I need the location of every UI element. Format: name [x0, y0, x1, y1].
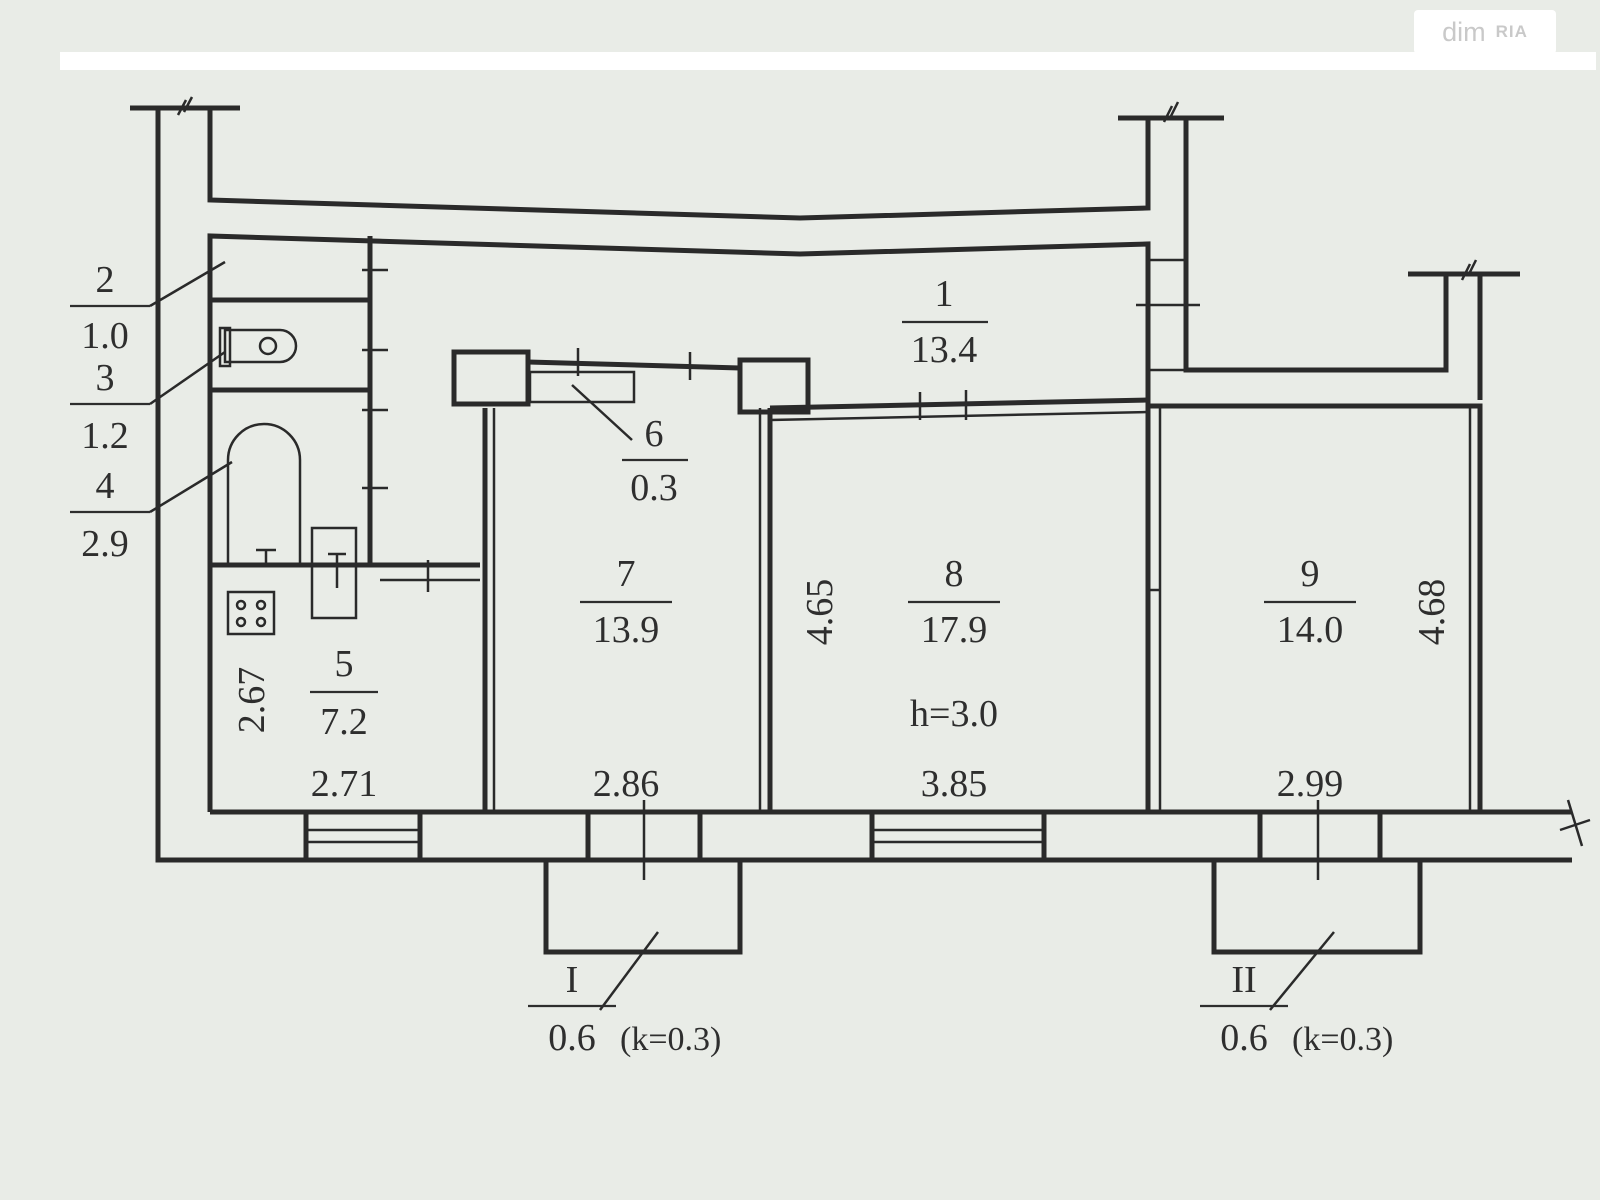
- ventilation-shaft: [1146, 258, 1188, 372]
- room-9-area: 14.0: [1277, 609, 1344, 651]
- room-4-id: 4: [96, 465, 115, 507]
- room-1-id: 1: [935, 273, 954, 315]
- toilet-bowl-icon: [258, 336, 278, 356]
- room-2-area: 1.0: [81, 315, 129, 357]
- leader-lines: [149, 260, 633, 514]
- watermark-logo: dim RIA: [1414, 10, 1556, 54]
- room-8-id: 8: [945, 553, 964, 595]
- break-mark-left: [176, 96, 194, 116]
- room-4-area: 2.9: [81, 523, 129, 565]
- partition-1-8-inner: [769, 410, 1149, 422]
- width-room-9: 2.99: [1277, 763, 1344, 805]
- break-mark-bottom: [1559, 799, 1591, 847]
- door-marks: [362, 268, 1160, 592]
- room-2-id: 2: [96, 259, 115, 301]
- partition-1-8: [769, 397, 1149, 411]
- height-room-9: 4.68: [1411, 579, 1453, 646]
- stove-icon: [226, 590, 276, 636]
- break-mark-middle: [1162, 101, 1180, 123]
- balcony-I-area: 0.6: [548, 1017, 596, 1059]
- apartment-perimeter: [207, 233, 1572, 815]
- balcony-II-coef: (k=0.3): [1292, 1021, 1393, 1058]
- balcony-I-coef: (k=0.3): [620, 1021, 721, 1058]
- dimension-labels: 2.71 2.86 3.85 2.99 2.67 4.65 4.68: [231, 579, 1453, 805]
- room-7-area: 13.9: [593, 609, 660, 651]
- room-labels: 2 1.0 3 1.2 4 2.9 1 13.4 6 0.3 5 7.2 7 1…: [70, 259, 1356, 743]
- room-6-id: 6: [645, 413, 664, 455]
- balcony-I-id: I: [566, 959, 579, 1001]
- room-1-area: 13.4: [911, 329, 978, 371]
- outer-wall: [155, 110, 1572, 863]
- walls: [130, 96, 1591, 863]
- balcony-II-id: II: [1231, 959, 1256, 1001]
- fixtures: [218, 326, 358, 636]
- toilet-icon: [223, 328, 298, 364]
- room-7-id: 7: [617, 553, 636, 595]
- balconies: [543, 800, 1423, 1011]
- pillar-right: [737, 357, 811, 415]
- width-room-7: 2.86: [593, 763, 660, 805]
- height-room-7: 4.65: [799, 579, 841, 646]
- balcony-labels: I 0.6 (k=0.3) II 0.6 (k=0.3): [528, 959, 1393, 1059]
- height-room-5: 2.67: [231, 667, 273, 734]
- break-mark-right: [1460, 259, 1478, 281]
- top-strip: [60, 52, 1596, 70]
- corridor-top-wall: [207, 108, 1151, 221]
- closet-6: [528, 370, 636, 404]
- stair-wall: [1183, 118, 1449, 373]
- sink-icon: [310, 526, 358, 620]
- room-9-id: 9: [1301, 553, 1320, 595]
- room-5-id: 5: [335, 643, 354, 685]
- room-3-id: 3: [96, 357, 115, 399]
- watermark-brand: dim: [1442, 16, 1486, 47]
- balcony-II-area: 0.6: [1220, 1017, 1268, 1059]
- room-3-area: 1.2: [81, 415, 129, 457]
- bathtub-icon: [226, 422, 302, 565]
- room-8-area: 17.9: [921, 609, 988, 651]
- pillar-left: [451, 349, 531, 407]
- windows: [303, 809, 1383, 863]
- closet-top: [527, 359, 741, 371]
- room-5-area: 7.2: [320, 701, 368, 743]
- ceiling-height: h=3.0: [910, 693, 998, 735]
- watermark-sub: RIA: [1495, 22, 1528, 41]
- width-room-5: 2.71: [311, 763, 378, 805]
- room-6-area: 0.3: [630, 467, 678, 509]
- width-room-8: 3.85: [921, 763, 988, 805]
